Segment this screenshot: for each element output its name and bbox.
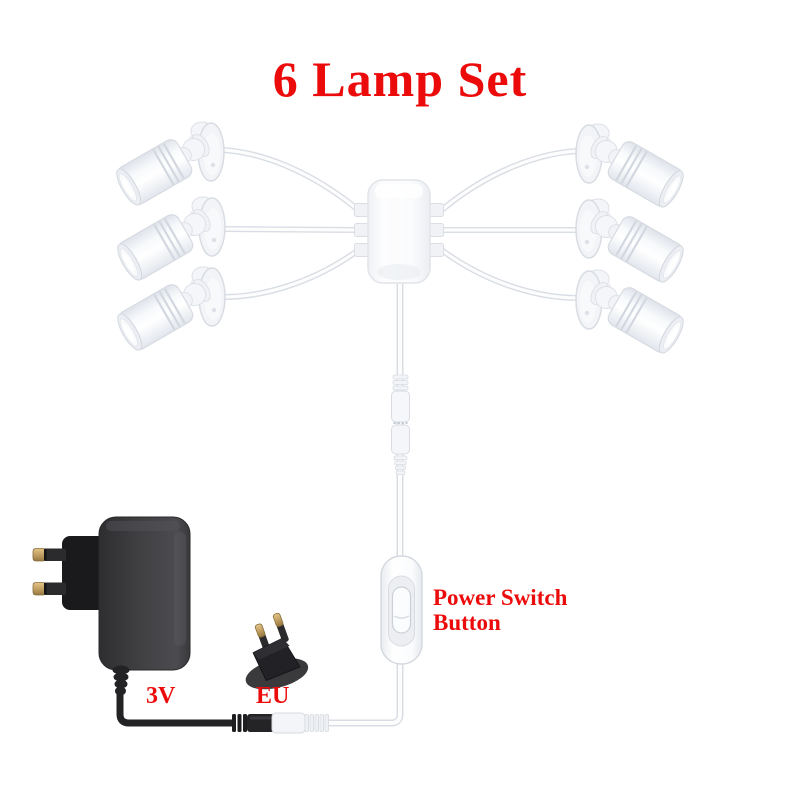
- adapter-cable: [116, 690, 234, 727]
- lamp-bottom-left: [112, 265, 227, 355]
- splitter-hub: [354, 179, 444, 284]
- lamp-top-left: [111, 120, 226, 210]
- lamp-cables: [219, 147, 581, 301]
- lamp-top-right: [574, 122, 689, 212]
- switch-rocker: [391, 586, 412, 634]
- hub-ports: [354, 203, 444, 257]
- power-switch-label-line1: Power Switch: [433, 585, 568, 610]
- adapter-pin-bottom: [32, 582, 66, 596]
- power-switch-label-line2: Button: [433, 610, 501, 635]
- voltage-label: 3V: [146, 683, 176, 709]
- adapter-pin-top: [32, 548, 66, 562]
- lamp-bottom-right: [574, 268, 689, 358]
- power-adapter: [32, 516, 191, 696]
- dc-jack-white: [271, 712, 306, 734]
- plug-type-label: EU: [256, 683, 290, 709]
- inline-connector: [391, 374, 410, 475]
- eu-plug-adapter: [245, 612, 309, 690]
- strain-relief: [112, 665, 130, 696]
- power-switch: [380, 555, 423, 665]
- dc-plug-junction: [232, 712, 329, 734]
- product-title: 6 Lamp Set: [272, 51, 528, 107]
